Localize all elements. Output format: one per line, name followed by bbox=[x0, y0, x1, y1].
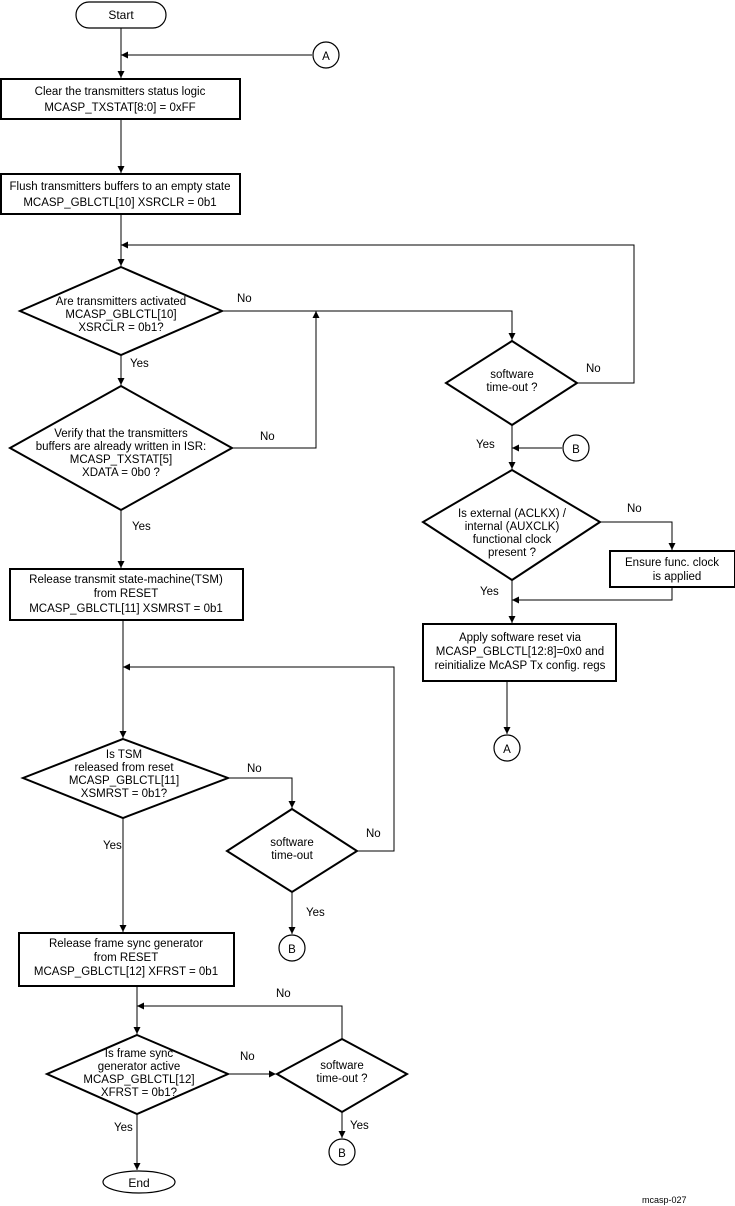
clear-status-line-2: MCASP_TXSTAT[8:0] = 0xFF bbox=[44, 102, 195, 114]
no-label-timeout3: No bbox=[276, 988, 291, 1000]
timeout1-line-2: time-out ? bbox=[486, 382, 537, 394]
release-frame-sync-box: Release frame sync generator from RESET … bbox=[18, 932, 235, 987]
connector-b-label: B bbox=[572, 444, 580, 456]
yes-label-clock: Yes bbox=[480, 586, 499, 598]
yes-label-activated: Yes bbox=[130, 358, 149, 370]
clock-line-2: internal (AUXCLK) bbox=[465, 521, 560, 533]
software-timeout-2-decision: software time-out bbox=[225, 807, 359, 894]
fs-line-2: generator active bbox=[98, 1061, 180, 1073]
ensure-line-1: Ensure func. clock bbox=[625, 557, 719, 569]
no-label-verify: No bbox=[260, 431, 275, 443]
verify-line-4: XDATA = 0b0 ? bbox=[82, 467, 160, 479]
no-label-tsm: No bbox=[247, 763, 262, 775]
tsm-released-decision: Is TSM released from reset MCASP_GBLCTL[… bbox=[20, 737, 231, 820]
clock-line-1: Is external (ACLKX) / bbox=[458, 508, 567, 520]
clear-status-line-1: Clear the transmitters status logic bbox=[35, 86, 206, 98]
apply-software-reset-box: Apply software reset via MCASP_GBLCTL[12… bbox=[422, 623, 617, 682]
end-label: End bbox=[128, 1176, 149, 1190]
yes-label-timeout3: Yes bbox=[350, 1120, 369, 1132]
flush-buffers-box: Flush transmitters buffers to an empty s… bbox=[0, 173, 241, 215]
verify-line-2: buffers are already written in ISR: bbox=[36, 441, 206, 453]
clock-present-decision: Is external (ACLKX) / internal (AUXCLK) … bbox=[421, 468, 602, 582]
software-timeout-3-decision: software time-out ? bbox=[274, 1037, 410, 1114]
verify-line-3: MCASP_TXSTAT[5] bbox=[70, 454, 172, 466]
fs-line-4: XFRST = 0b1? bbox=[101, 1087, 177, 1099]
apply-line-1: Apply software reset via bbox=[459, 632, 582, 644]
tsm-line-1: Is TSM bbox=[106, 749, 142, 761]
fs-line-3: MCASP_GBLCTL[12] bbox=[83, 1074, 194, 1086]
yes-label-tsm: Yes bbox=[103, 840, 122, 852]
frame-sync-active-decision: Is frame sync generator active MCASP_GBL… bbox=[44, 1033, 231, 1116]
flush-line-2: MCASP_GBLCTL[10] XSRCLR = 0b1 bbox=[23, 197, 216, 209]
activated-line-3: XSRCLR = 0b1? bbox=[78, 322, 163, 334]
tsm-line-2: released from reset bbox=[74, 762, 174, 774]
release-tsm-box: Release transmit state-machine(TSM) from… bbox=[9, 568, 244, 621]
end-terminal: End bbox=[102, 1170, 176, 1194]
no-label-activated: No bbox=[237, 293, 252, 305]
timeout3-line-2: time-out ? bbox=[316, 1073, 367, 1085]
release-tsm-line-1: Release transmit state-machine(TSM) bbox=[29, 574, 223, 586]
connector-b-bottom-label: B bbox=[338, 1148, 346, 1160]
figure-id: mcasp-027 bbox=[642, 1195, 687, 1205]
activated-line-1: Are transmitters activated bbox=[56, 296, 186, 308]
timeout2-line-2: time-out bbox=[271, 850, 313, 862]
connector-b-right: B bbox=[562, 434, 590, 462]
branch-labels: No Yes No Yes No Yes No Yes No No Yes Ye… bbox=[103, 293, 642, 1134]
apply-line-2: MCASP_GBLCTL[12:8]=0x0 and bbox=[436, 646, 604, 658]
timeout3-line-1: software bbox=[320, 1060, 363, 1072]
connector-b-middle: B bbox=[278, 934, 306, 962]
yes-label-timeout2: Yes bbox=[306, 907, 325, 919]
activated-line-2: MCASP_GBLCTL[10] bbox=[65, 309, 176, 321]
ensure-clock-box: Ensure func. clock is applied bbox=[609, 550, 735, 588]
software-timeout-1-decision: software time-out ? bbox=[444, 339, 579, 427]
clear-status-box: Clear the transmitters status logic MCAS… bbox=[0, 78, 241, 120]
flush-line-1: Flush transmitters buffers to an empty s… bbox=[10, 181, 231, 193]
clock-line-4: present ? bbox=[488, 547, 536, 559]
yes-label-timeout1: Yes bbox=[476, 439, 495, 451]
no-label-fs: No bbox=[240, 1051, 255, 1063]
connector-b-middle-label: B bbox=[288, 944, 296, 956]
timeout1-line-1: software bbox=[490, 369, 533, 381]
release-fs-line-3: MCASP_GBLCTL[12] XFRST = 0b1 bbox=[34, 966, 218, 978]
connector-a-top: A bbox=[312, 41, 340, 69]
timeout2-line-1: software bbox=[270, 837, 313, 849]
no-label-clock: No bbox=[627, 503, 642, 515]
release-tsm-line-3: MCASP_GBLCTL[11] XSMRST = 0b1 bbox=[29, 603, 223, 615]
fs-line-1: Is frame sync bbox=[105, 1048, 174, 1060]
connector-lines bbox=[117, 28, 676, 1170]
start-terminal: Start bbox=[75, 1, 167, 29]
connector-a-bottom: A bbox=[493, 734, 521, 762]
verify-line-1: Verify that the transmitters bbox=[54, 428, 188, 440]
connector-b-bottom: B bbox=[328, 1138, 356, 1166]
no-label-timeout1: No bbox=[586, 363, 601, 375]
ensure-line-2: is applied bbox=[653, 571, 702, 583]
verify-isr-decision: Verify that the transmitters buffers are… bbox=[7, 384, 235, 512]
apply-line-3: reinitialize McASP Tx config. regs bbox=[435, 660, 606, 672]
clock-line-3: functional clock bbox=[473, 534, 552, 546]
yes-label-verify: Yes bbox=[132, 521, 151, 533]
tsm-line-4: XSMRST = 0b1? bbox=[81, 788, 167, 800]
transmitters-activated-decision: Are transmitters activated MCASP_GBLCTL[… bbox=[17, 265, 225, 357]
yes-label-fs: Yes bbox=[114, 1122, 133, 1134]
release-tsm-line-2: from RESET bbox=[94, 588, 159, 600]
start-label: Start bbox=[108, 8, 134, 22]
connector-a-bottom-label: A bbox=[503, 744, 511, 756]
no-label-timeout2: No bbox=[366, 828, 381, 840]
tsm-line-3: MCASP_GBLCTL[11] bbox=[69, 775, 179, 787]
release-fs-line-1: Release frame sync generator bbox=[49, 938, 203, 950]
connector-a-label: A bbox=[322, 51, 330, 63]
release-fs-line-2: from RESET bbox=[94, 952, 159, 964]
